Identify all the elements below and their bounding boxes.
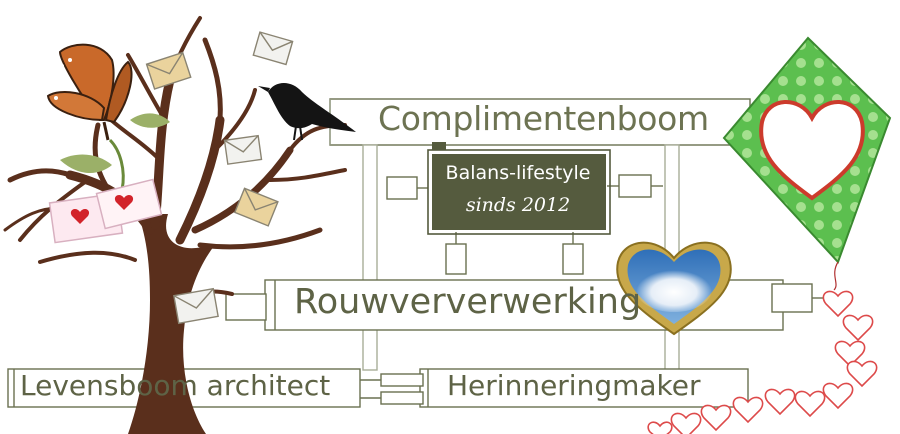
- title-rest: boom: [616, 99, 710, 138]
- balans-badge-box: [427, 142, 611, 235]
- balans-badge: Balans-lifestyle sinds 2012: [430, 156, 606, 232]
- rouwverwerking-label: Rouwververwerking: [294, 282, 642, 322]
- page-title: Complimentenboom: [378, 99, 709, 138]
- butterfly-icon: [46, 43, 170, 191]
- heart-envelope-icon: [48, 178, 163, 244]
- crow-icon: [258, 83, 356, 141]
- title-bold: Complimenten: [378, 99, 617, 138]
- herinneringmaker-label: Herinneringmaker: [447, 369, 701, 402]
- kite-tail-hearts: [647, 290, 878, 434]
- badge-line2: sinds 2012: [465, 194, 571, 216]
- envelope-icon: [145, 31, 294, 325]
- kite-icon: [722, 36, 892, 291]
- levensboom-label: Levensboom architect: [20, 369, 331, 402]
- cloud-heart-icon: [616, 241, 732, 336]
- badge-line1: Balans-lifestyle: [445, 162, 591, 184]
